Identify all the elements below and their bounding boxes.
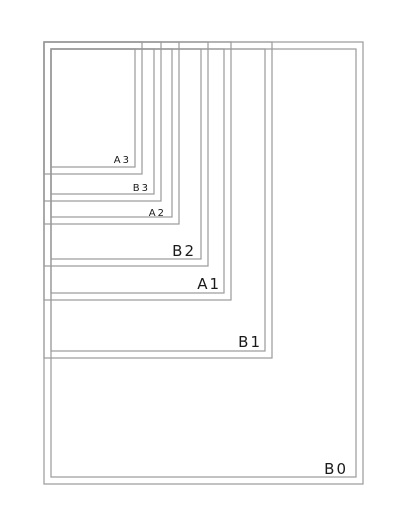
sheet-b2: B2 [43, 41, 209, 267]
sheet-a3-label: A3 [114, 155, 131, 166]
sheet-a1-outer [43, 41, 232, 301]
sheet-b3-outer [43, 41, 162, 202]
sheet-a2: A2 [43, 41, 180, 225]
sheet-a3-inner [50, 48, 136, 168]
sheet-a1-inner [50, 48, 225, 294]
sheet-a2-label: A2 [149, 208, 166, 219]
sheet-b0: B0 [43, 41, 364, 485]
sheet-b0-inner [50, 48, 357, 478]
sheet-a3-outer [43, 41, 143, 175]
sheet-a1: A1 [43, 41, 232, 301]
sheet-b1-inner [50, 48, 266, 352]
sheet-b0-outer [43, 41, 364, 485]
sheet-b2-outer [43, 41, 209, 267]
sheet-b2-label: B2 [172, 242, 196, 260]
sheet-b1-outer [43, 41, 273, 359]
sheet-a2-outer [43, 41, 180, 225]
sheet-b0-label: B0 [324, 460, 348, 478]
sheet-b3-label: B3 [133, 183, 150, 194]
sheet-b3-inner [50, 48, 155, 195]
sheet-a1-label: A1 [197, 275, 221, 293]
sheet-b1: B1 [43, 41, 273, 359]
sheet-a3: A3 [43, 41, 143, 175]
sheet-b1-label: B1 [238, 333, 262, 351]
sheet-b3: B3 [43, 41, 162, 202]
